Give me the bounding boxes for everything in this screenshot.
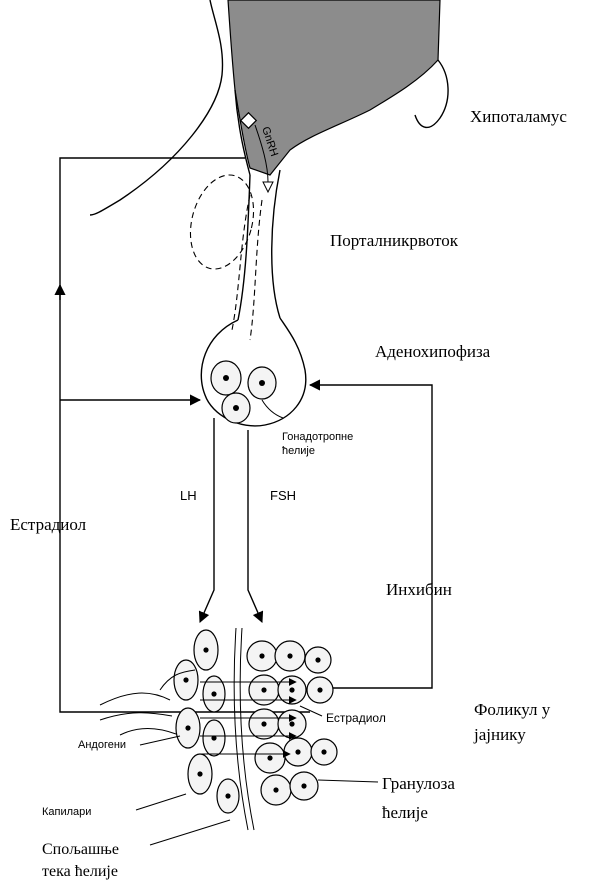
follicle-label-1: Фоликул у: [474, 700, 551, 719]
granulosa-label-1: Гранулоза: [382, 774, 455, 793]
brain-outline-left: [90, 0, 223, 215]
adenohypophysis-label: Аденохипофиза: [375, 342, 491, 361]
pituitary-stalk-right: [272, 170, 280, 318]
pituitary-stalk-left: [238, 175, 250, 320]
gnrh-terminal: [263, 182, 273, 192]
granulosa-pointer: [318, 780, 378, 782]
portal-label: Порталникрвоток: [330, 231, 459, 250]
estradiol-inner-label: Естрадиол: [326, 711, 386, 725]
lh-line: [200, 418, 214, 622]
follicle-label-2: јајнику: [473, 725, 526, 744]
portal-vessel-1: [232, 195, 250, 330]
capillaries-label: Капилари: [42, 806, 91, 818]
capillaries-pointer: [136, 794, 186, 810]
gonadotropic-pointer: [262, 400, 283, 418]
gonadotropic-cells: [211, 361, 276, 423]
theca-pointer: [150, 820, 230, 845]
portal-vessel-2: [250, 200, 262, 340]
portal-vessel-loop: [181, 168, 264, 276]
androgens-pointer: [140, 736, 180, 745]
theca-label-1: Спољашње: [42, 841, 119, 858]
estradiol-left-label: Естрадиол: [10, 515, 87, 534]
inhibin-label: Инхибин: [386, 580, 452, 599]
theca-cells: [174, 630, 239, 813]
hypothalamus-label: Хипоталамус: [470, 107, 567, 126]
granulosa-label-2: ћелије: [382, 803, 428, 822]
lh-label: LH: [180, 488, 197, 503]
fsh-line: [248, 430, 262, 622]
gonadotropic-label-2: ћелије: [282, 445, 315, 457]
hypothalamus-region: [228, 0, 440, 175]
theca-label-2: тека ћелије: [42, 863, 118, 880]
gonadotropic-label-1: Гонадотропне: [282, 431, 353, 443]
fsh-label: FSH: [270, 488, 296, 503]
estradiol-inner-pointer: [300, 706, 322, 716]
androgens-label: Андогени: [78, 739, 126, 751]
